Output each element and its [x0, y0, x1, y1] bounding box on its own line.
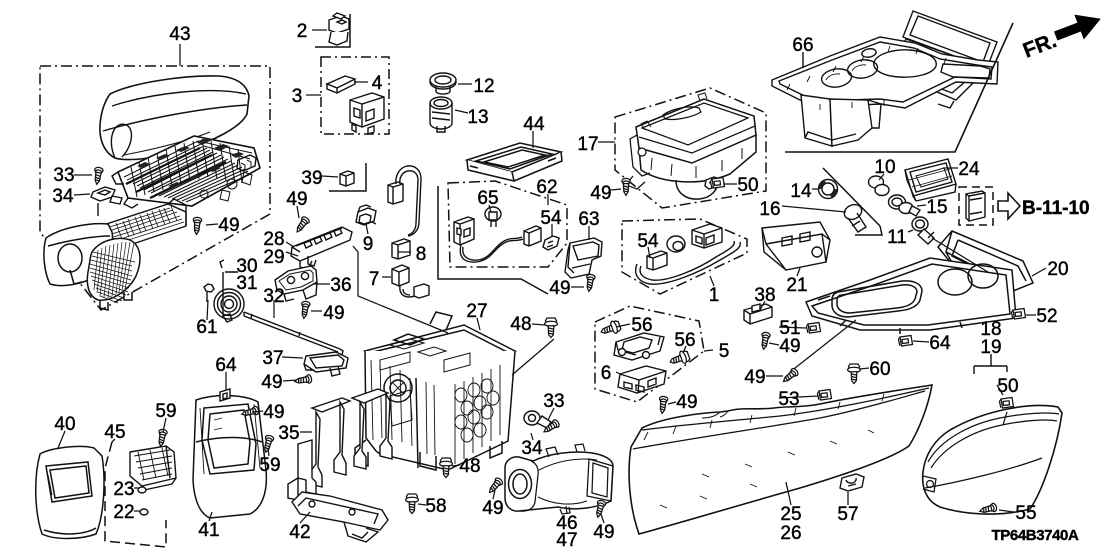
svg-text:37: 37 [262, 348, 283, 369]
svg-text:64: 64 [215, 355, 237, 376]
svg-text:9: 9 [363, 234, 374, 255]
svg-text:57: 57 [837, 504, 858, 525]
svg-text:20: 20 [1047, 259, 1068, 280]
svg-text:33: 33 [53, 165, 74, 186]
svg-text:16: 16 [759, 199, 780, 220]
svg-text:50: 50 [737, 175, 758, 196]
svg-text:49: 49 [218, 215, 239, 236]
svg-text:23: 23 [113, 479, 134, 500]
svg-text:59: 59 [259, 455, 280, 476]
svg-text:48: 48 [510, 314, 531, 335]
svg-text:11: 11 [887, 227, 907, 248]
svg-text:22: 22 [113, 502, 134, 523]
svg-text:45: 45 [104, 422, 125, 443]
svg-text:1: 1 [709, 285, 720, 306]
svg-text:36: 36 [330, 275, 351, 296]
svg-text:26: 26 [780, 523, 801, 544]
svg-text:48: 48 [459, 456, 480, 477]
svg-text:44: 44 [523, 114, 545, 135]
svg-text:14: 14 [790, 181, 812, 202]
svg-text:49: 49 [286, 189, 307, 210]
svg-text:41: 41 [198, 520, 219, 541]
svg-text:15: 15 [926, 197, 947, 218]
svg-text:60: 60 [869, 359, 890, 380]
svg-text:54: 54 [637, 231, 659, 252]
svg-text:49: 49 [676, 392, 697, 413]
svg-text:19: 19 [980, 337, 1001, 358]
svg-text:56: 56 [631, 315, 652, 336]
svg-text:29: 29 [263, 247, 284, 268]
svg-text:40: 40 [54, 414, 75, 435]
svg-text:39: 39 [301, 168, 322, 189]
svg-text:49: 49 [590, 183, 611, 204]
svg-text:54: 54 [540, 208, 562, 229]
svg-text:59: 59 [155, 401, 176, 422]
svg-text:2: 2 [297, 21, 308, 42]
svg-text:34: 34 [52, 186, 74, 207]
svg-text:34: 34 [521, 438, 543, 459]
svg-text:38: 38 [754, 285, 775, 306]
svg-text:27: 27 [466, 301, 487, 322]
svg-text:25: 25 [780, 504, 801, 525]
svg-text:8: 8 [416, 244, 427, 265]
svg-text:33: 33 [543, 391, 564, 412]
svg-text:30: 30 [236, 256, 257, 277]
svg-text:31: 31 [236, 273, 257, 294]
svg-text:4: 4 [372, 73, 383, 94]
svg-text:49: 49 [779, 336, 800, 357]
svg-text:5: 5 [719, 341, 730, 362]
svg-text:10: 10 [874, 157, 895, 178]
svg-text:65: 65 [477, 188, 498, 209]
svg-text:62: 62 [536, 177, 557, 198]
svg-text:58: 58 [425, 496, 446, 517]
svg-text:B-11-10: B-11-10 [1022, 198, 1090, 219]
svg-text:35: 35 [278, 423, 299, 444]
svg-text:66: 66 [792, 35, 813, 56]
svg-text:46: 46 [556, 513, 577, 534]
svg-text:53: 53 [778, 389, 799, 410]
svg-text:47: 47 [556, 530, 577, 551]
svg-text:28: 28 [263, 229, 284, 250]
svg-text:49: 49 [744, 367, 765, 388]
svg-text:49: 49 [549, 278, 570, 299]
svg-text:7: 7 [369, 269, 380, 290]
svg-text:64: 64 [929, 333, 951, 354]
svg-text:52: 52 [1036, 306, 1057, 327]
svg-text:50: 50 [997, 376, 1018, 397]
svg-text:13: 13 [467, 107, 488, 128]
svg-text:18: 18 [980, 319, 1001, 340]
svg-text:42: 42 [289, 522, 310, 543]
svg-text:3: 3 [292, 86, 303, 107]
svg-text:12: 12 [473, 76, 494, 97]
svg-text:49: 49 [261, 372, 282, 393]
svg-text:49: 49 [323, 303, 344, 324]
svg-text:56: 56 [674, 330, 695, 351]
svg-text:61: 61 [196, 317, 217, 338]
svg-text:49: 49 [263, 402, 284, 423]
svg-text:17: 17 [577, 134, 598, 155]
svg-text:24: 24 [958, 159, 980, 180]
svg-text:51: 51 [779, 318, 800, 339]
svg-text:32: 32 [263, 286, 284, 307]
svg-text:21: 21 [786, 275, 807, 296]
svg-text:TP64B3740A: TP64B3740A [992, 527, 1079, 544]
svg-text:43: 43 [169, 24, 190, 45]
svg-text:63: 63 [578, 209, 599, 230]
svg-text:49: 49 [593, 522, 614, 543]
svg-text:6: 6 [601, 363, 612, 384]
svg-text:55: 55 [1015, 503, 1036, 524]
svg-text:49: 49 [482, 498, 503, 519]
